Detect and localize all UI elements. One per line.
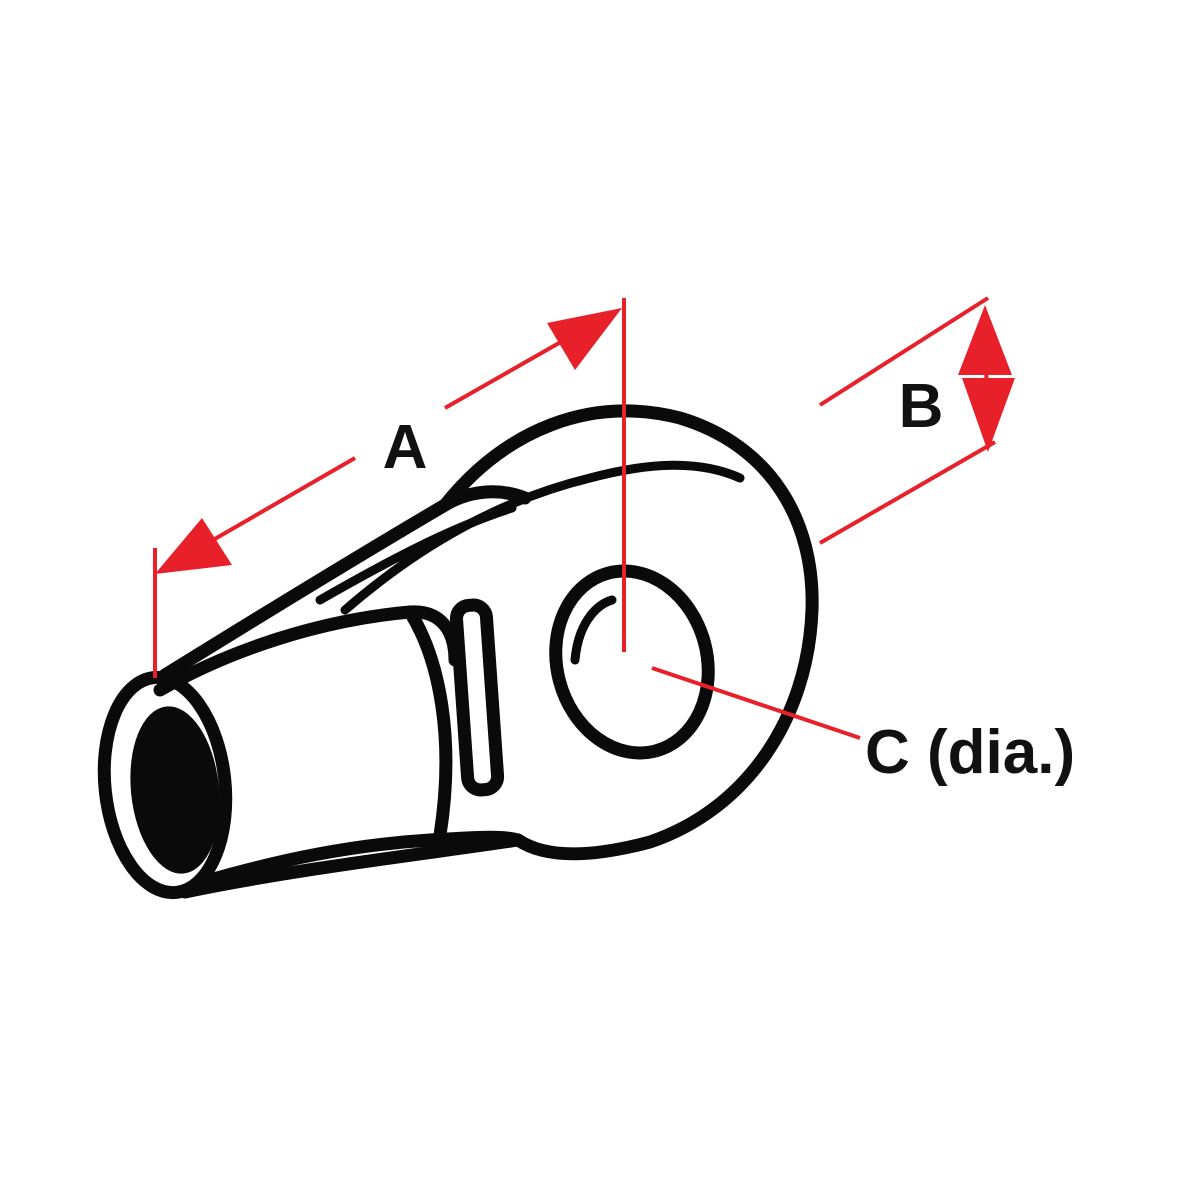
- stud-hole: [549, 564, 715, 760]
- dimension-b: B: [818, 296, 1015, 545]
- barrel-sleeve-top: [153, 605, 462, 697]
- flare-highlight: [315, 503, 517, 605]
- dim-a-arrowhead-right: [547, 308, 622, 370]
- ring-terminal-drawing: [97, 404, 819, 900]
- dim-b-extension-top: [818, 296, 990, 407]
- dim-c-label: C (dia.): [865, 718, 1075, 787]
- ring-tongue-outline: [178, 404, 819, 899]
- stud-hole-inner-edge: [570, 595, 617, 665]
- dimension-c: C (dia.): [651, 666, 1075, 787]
- crimp-slot: [449, 598, 505, 797]
- tongue-inner-curve: [340, 460, 745, 615]
- dim-a-label: A: [383, 413, 428, 482]
- barrel-sleeve-side: [403, 605, 453, 842]
- dim-b-extension-bottom: [819, 440, 996, 545]
- dim-b-label: B: [899, 372, 944, 441]
- dim-c-leader: [651, 666, 861, 740]
- dimension-a: A: [153, 298, 626, 678]
- upper-flare-line: [158, 485, 532, 682]
- dimension-annotations: A B C (dia.): [153, 296, 1075, 787]
- dim-b-arrowhead-top: [958, 305, 1012, 375]
- barrel-entry-hole: [130, 706, 220, 874]
- dim-b-arrowhead-bottom: [962, 378, 1015, 452]
- dim-a-arrowhead-left: [155, 518, 232, 574]
- barrel-sleeve-bottom: [203, 830, 525, 887]
